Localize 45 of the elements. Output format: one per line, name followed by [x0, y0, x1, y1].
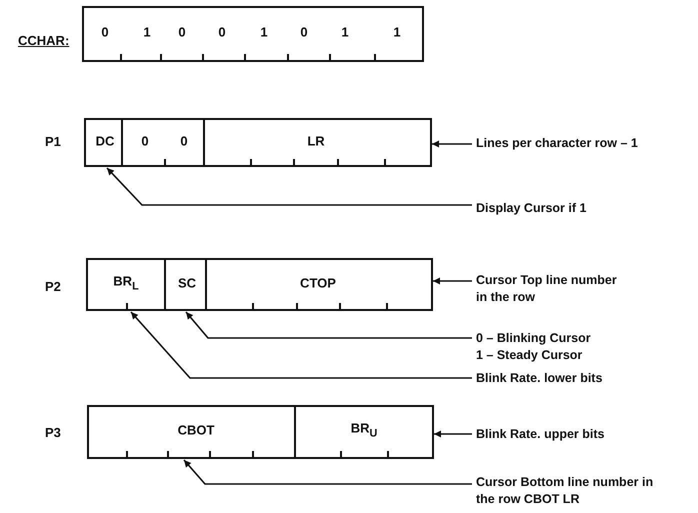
register-field — [84, 118, 123, 167]
field-name: 1 — [143, 24, 151, 40]
field-name: CTOP — [300, 276, 336, 290]
annotation-text: 0 – Blinking Cursor — [476, 330, 592, 347]
annotation-text: Cursor Top line number in the row — [476, 272, 626, 306]
field-name: LR — [307, 134, 325, 148]
leader-arrow — [106, 167, 472, 206]
leader-arrow — [434, 430, 472, 438]
field-name: 1 — [341, 24, 349, 40]
annotation-text: Blink Rate. upper bits — [476, 426, 676, 443]
field-name: 0 — [180, 134, 188, 148]
leader-arrow — [130, 311, 472, 379]
annotation-text: Cursor Bottom line number in the row CBOT LR — [476, 474, 666, 508]
field-name: 1 — [260, 24, 268, 40]
field-name: SC — [178, 276, 196, 290]
field-name: BR$_{U}$ — [350, 420, 378, 440]
leader-arrow — [433, 278, 472, 284]
register-field — [205, 258, 433, 311]
annotation-text: Blink Rate. lower bits — [476, 370, 676, 387]
leader-arrow — [183, 459, 472, 485]
register-name: P3 — [45, 425, 61, 440]
register-field — [203, 118, 432, 167]
field-name: 0 — [300, 24, 308, 40]
leader-arrow — [432, 140, 472, 148]
field-name: DC — [96, 134, 114, 148]
register-field — [86, 258, 166, 311]
register-name: P1 — [45, 134, 61, 149]
leader-arrow — [185, 311, 472, 339]
annotation-text: 1 – Steady Cursor — [476, 347, 584, 364]
register-name: P2 — [45, 279, 61, 294]
register-field — [82, 6, 424, 62]
field-name: 1 — [393, 24, 401, 40]
annotation-text: Lines per character row – 1 — [476, 135, 696, 152]
field-name: 0 — [141, 134, 149, 148]
register-field — [87, 405, 296, 459]
register-field — [294, 405, 434, 459]
field-name: 0 — [218, 24, 226, 40]
register-field — [121, 118, 205, 167]
register-field — [164, 258, 207, 311]
field-name: 0 — [178, 24, 186, 40]
field-name: 0 — [101, 24, 109, 40]
annotation-text: Display Cursor if 1 — [476, 200, 676, 217]
register-name: CCHAR: — [18, 33, 70, 48]
field-name: BR$_{L}$ — [113, 274, 139, 292]
field-name: CBOT — [178, 422, 214, 438]
